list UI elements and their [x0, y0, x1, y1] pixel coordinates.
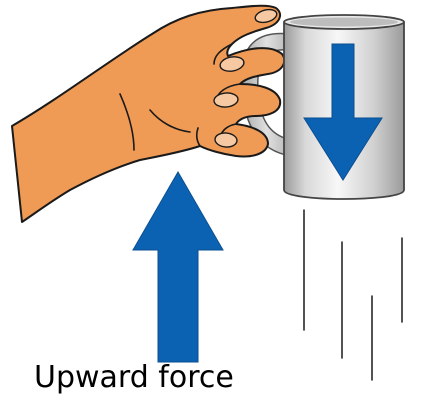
arm-hand: [12, 6, 284, 222]
mug-rim-inner: [290, 18, 398, 27]
force-diagram: [0, 0, 433, 383]
upward-force-label: Upward force: [34, 360, 234, 396]
upward-force-arrow: [133, 172, 223, 362]
motion-lines: [304, 210, 402, 380]
